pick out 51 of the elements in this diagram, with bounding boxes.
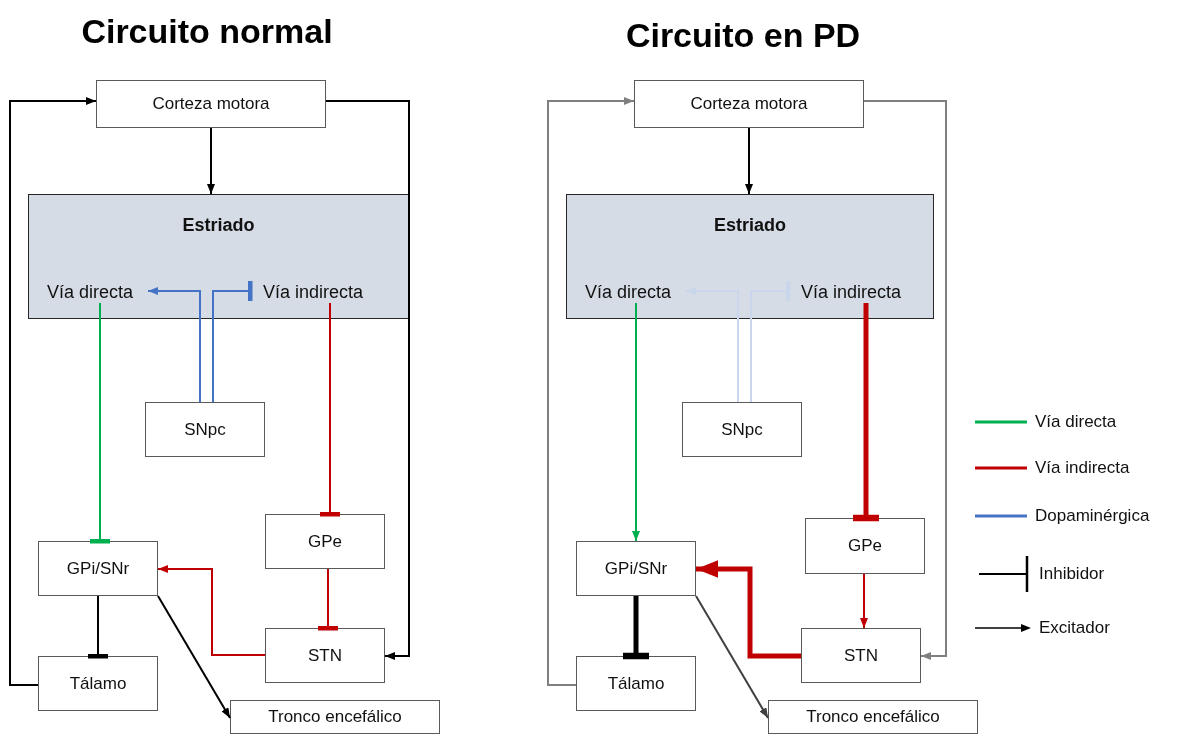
arrow <box>325 100 410 660</box>
process-box: GPi/SNr <box>38 541 158 596</box>
inhibitory-connector <box>853 303 879 522</box>
arrow <box>632 302 640 542</box>
process-box: STN <box>265 628 385 683</box>
region-title: Estriado <box>713 215 787 236</box>
inhibitory-connector <box>623 596 649 660</box>
process-box: Corteza motora <box>96 80 326 128</box>
arrow <box>745 127 753 195</box>
process-box: SNpc <box>682 402 802 457</box>
inhibitory-connector <box>90 302 110 544</box>
legend-label: Excitador <box>1039 618 1110 638</box>
arrow <box>863 100 947 660</box>
region-box <box>28 194 409 319</box>
panel-title: Circuito normal <box>81 12 333 51</box>
pathway-label: Vía directa <box>47 280 149 304</box>
inhibitory-connector <box>318 568 338 631</box>
region-title: Estriado <box>181 215 256 236</box>
panel-title: Circuito en PD <box>625 16 861 55</box>
arrow <box>685 287 739 403</box>
process-box: STN <box>801 628 921 683</box>
process-box: SNpc <box>145 402 265 457</box>
inhibitory-connector <box>212 281 253 403</box>
process-box: Corteza motora <box>634 80 864 128</box>
arrow <box>696 560 801 659</box>
legend-label: Vía directa <box>1035 412 1117 432</box>
arrow <box>547 97 635 686</box>
inhibitory-connector <box>88 595 108 659</box>
process-box: GPe <box>805 518 925 574</box>
pathway-label: Vía indirecta <box>789 280 921 304</box>
legend-label: Inhibidor <box>1039 564 1105 584</box>
arrow <box>157 595 231 719</box>
pathway-label: Vía directa <box>585 280 687 304</box>
arrow <box>157 565 266 656</box>
legend-label: Dopaminérgica <box>1035 506 1150 526</box>
process-box: GPe <box>265 514 385 569</box>
inhibitory-connector <box>750 281 791 403</box>
legend-label: Vía indirecta <box>1035 458 1130 478</box>
arrow <box>207 127 215 195</box>
process-box: GPi/SNr <box>576 541 696 596</box>
process-box: Tronco encefálico <box>230 700 440 734</box>
arrow <box>9 97 97 686</box>
process-box: Tálamo <box>576 656 696 711</box>
process-box: Tronco encefálico <box>768 700 978 734</box>
region-box <box>566 194 934 319</box>
arrow <box>147 287 201 403</box>
pathway-label: Vía indirecta <box>251 280 383 304</box>
process-box: Tálamo <box>38 656 158 711</box>
arrow <box>695 595 769 719</box>
inhibitory-connector <box>320 302 340 517</box>
arrow <box>860 573 868 629</box>
